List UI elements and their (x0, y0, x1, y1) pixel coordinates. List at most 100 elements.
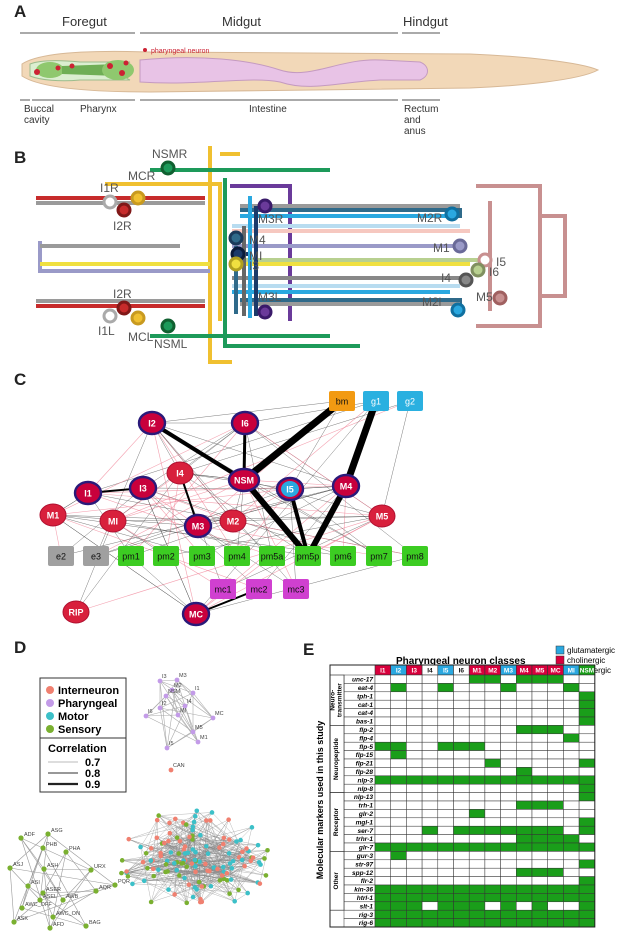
e-cell (453, 817, 470, 827)
e-cell (500, 708, 517, 718)
e-row-nlp-3: nlp-3 (343, 775, 596, 785)
e-gene-label: flp-5 (359, 744, 373, 751)
e-cell (421, 683, 439, 693)
e-cell (563, 758, 580, 768)
pharyngeal-neuron-legend: pharyngeal neuron (151, 48, 209, 55)
c-node-label: I4 (176, 469, 184, 479)
e-cell (516, 716, 533, 726)
d-edge (178, 822, 184, 854)
e-cell (374, 918, 391, 928)
e-title: Pharyngeal neuron classes (396, 656, 526, 667)
d-node (199, 884, 205, 889)
corr-09: 0.9 (85, 779, 100, 791)
e-cell (406, 834, 423, 844)
e-col-label: MC (550, 668, 560, 675)
d-node (211, 865, 217, 870)
d-node: AWC_OFF (19, 902, 52, 911)
d-edge (166, 679, 178, 749)
e-cell (500, 683, 517, 693)
e-cell (374, 741, 391, 751)
d-node (182, 844, 188, 849)
e-gene-label: glr-2 (358, 811, 373, 818)
e-cell (563, 842, 580, 852)
d-edge (20, 837, 51, 929)
e-cell (406, 758, 423, 768)
d-node (190, 824, 196, 830)
e-cell (437, 741, 454, 751)
c-box-mc3: mc3 (283, 579, 309, 599)
d-node (207, 818, 213, 823)
d-node (158, 853, 164, 859)
e-gene-label: spp-12 (352, 870, 373, 877)
e-cell (531, 800, 548, 810)
e-cell (390, 708, 407, 718)
e-cell (421, 750, 439, 760)
e-gene-label: kin-36 (354, 887, 373, 894)
e-cell (468, 909, 486, 919)
d-node: ASK (11, 916, 28, 925)
e-cell (547, 750, 564, 760)
c-box-pm4: pm4 (224, 546, 250, 566)
d-edge (126, 818, 176, 873)
d-edge (121, 872, 202, 903)
e-cell (437, 767, 454, 777)
d-edge (200, 834, 224, 839)
d-node (190, 894, 196, 900)
e-row-eat-4: eat-4 (343, 683, 596, 693)
d-edge (152, 860, 258, 883)
d-edge (13, 899, 41, 923)
e-row-rig-3: rig-3 (343, 909, 596, 919)
d-node-label: M1 (200, 735, 208, 741)
e-cell (531, 918, 548, 928)
e-cell (390, 825, 407, 835)
e-cell (484, 758, 501, 768)
e-row-cat-4: cat-4 (343, 708, 596, 718)
e-col-label: I4 (427, 668, 433, 675)
e-cell (484, 699, 501, 709)
e-cell (547, 867, 564, 877)
e-cell (468, 851, 486, 861)
e-cell (531, 817, 548, 827)
c-node-i4: I4 (166, 461, 194, 485)
e-cell (453, 893, 470, 903)
d-edge (159, 679, 178, 709)
e-cell (547, 884, 564, 894)
d-edge (43, 868, 92, 871)
e-cell (531, 851, 548, 861)
d-node-label: NSM (168, 689, 181, 695)
d-node (250, 855, 256, 860)
e-gene-label: trh-1 (359, 803, 374, 810)
d-node (145, 865, 150, 871)
e-col-header: MI (563, 664, 580, 676)
d-node: URX (88, 864, 106, 873)
d-node (227, 891, 232, 896)
d-edge (159, 680, 168, 749)
d-node (163, 862, 169, 867)
e-cell (437, 792, 454, 802)
d-edge (184, 820, 207, 847)
d-node (174, 867, 180, 873)
b-label-i1l: I1L (98, 324, 115, 338)
d-node: I4 (182, 699, 192, 709)
d-legend-box (39, 677, 127, 793)
d-node (156, 867, 161, 873)
d-node (177, 838, 183, 844)
e-cell (390, 851, 407, 861)
e-cell (563, 901, 580, 911)
e-cell (484, 741, 501, 751)
c-box-label: g2 (405, 397, 415, 407)
d-node (148, 846, 154, 851)
c-edge (289, 400, 343, 490)
e-cell (421, 825, 439, 835)
e-cell (500, 767, 517, 777)
d-edge (195, 815, 249, 852)
e-cell (453, 901, 470, 911)
e-cell (516, 683, 533, 693)
d-edge (145, 714, 179, 717)
e-cell (390, 691, 407, 701)
e-cell (563, 708, 580, 718)
e-cell (500, 884, 517, 894)
d-node: ASEL (37, 894, 57, 903)
d-node (154, 817, 160, 823)
e-gene-label: cat-4 (358, 710, 374, 717)
